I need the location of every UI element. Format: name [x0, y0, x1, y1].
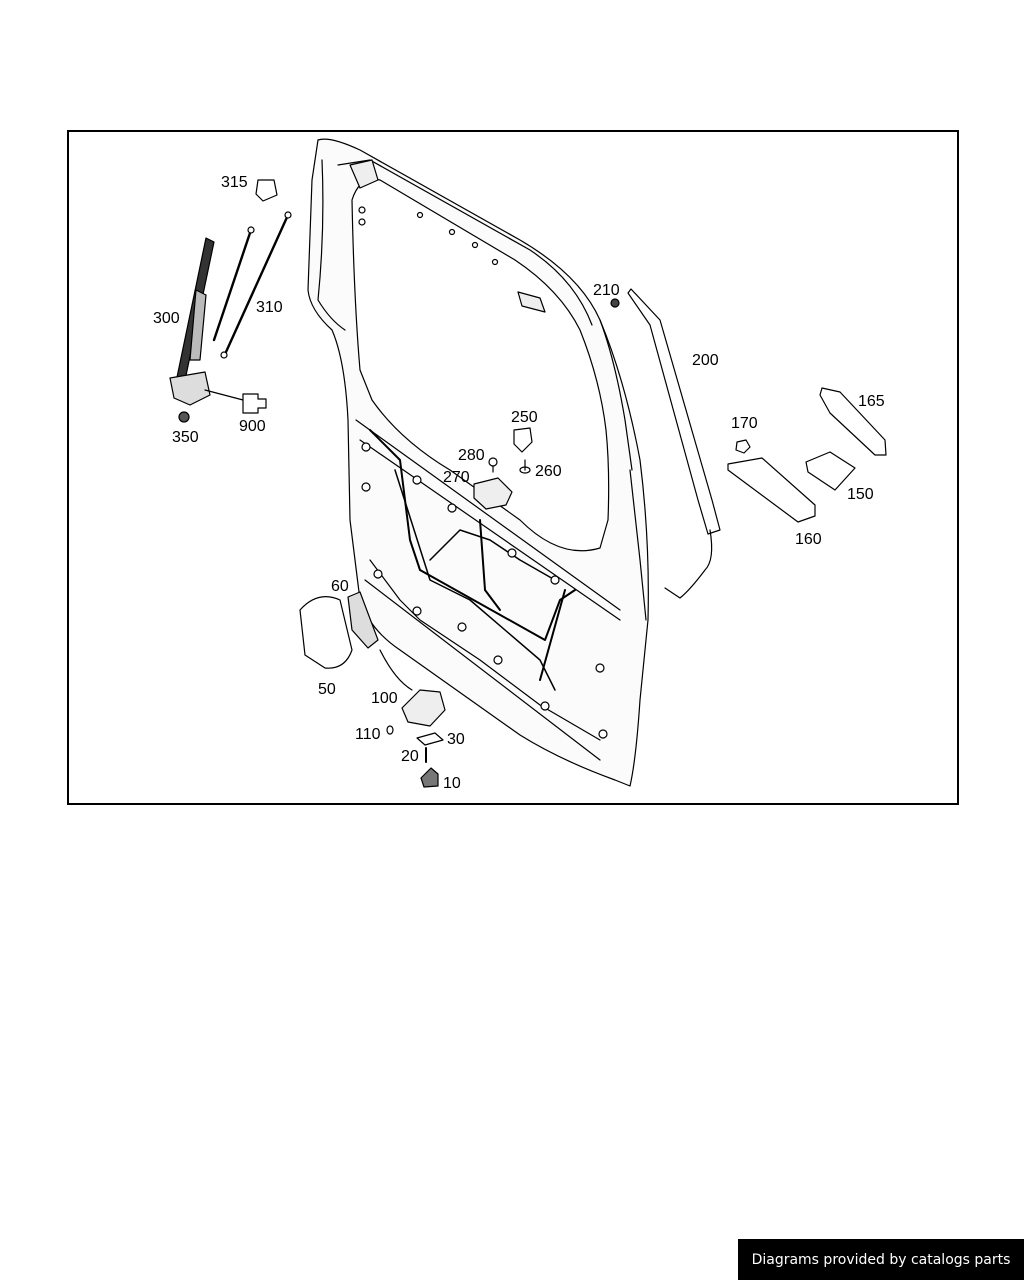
callout-900[interactable]: 900 [239, 418, 266, 435]
callout-300[interactable]: 300 [153, 310, 180, 327]
part-315-bracket [255, 179, 278, 202]
callout-250[interactable]: 250 [511, 409, 538, 426]
tailgate-panel [307, 138, 649, 787]
part-280-screw [488, 457, 498, 473]
callout-270[interactable]: 270 [443, 469, 470, 486]
callout-150[interactable]: 150 [847, 486, 874, 503]
callout-110[interactable]: 110 [355, 726, 381, 743]
callout-260[interactable]: 260 [535, 463, 562, 480]
part-260-screw [519, 459, 531, 474]
part-165-cover [819, 387, 887, 456]
part-210-clip [610, 298, 620, 308]
callout-210[interactable]: 210 [593, 282, 620, 299]
part-60-handle [347, 591, 379, 649]
callout-200[interactable]: 200 [692, 352, 719, 369]
callout-315[interactable]: 315 [221, 174, 248, 191]
callout-170[interactable]: 170 [731, 415, 758, 432]
part-270-switch-module [473, 477, 513, 510]
part-310-gas-strut [212, 211, 292, 359]
part-160-handle-housing [727, 457, 816, 523]
part-200-trim-strip [627, 288, 721, 599]
part-900-connector [204, 389, 267, 414]
part-100-lock [379, 649, 446, 727]
callout-280[interactable]: 280 [458, 447, 485, 464]
part-300-actuator [169, 237, 215, 406]
part-150-switch [805, 451, 856, 491]
part-250-bracket [513, 427, 533, 453]
callout-350[interactable]: 350 [172, 429, 199, 446]
callout-60[interactable]: 60 [331, 578, 349, 595]
part-30-plate [416, 732, 444, 746]
part-10-striker [420, 767, 439, 788]
part-350-bolt [178, 411, 190, 423]
callout-100[interactable]: 100 [371, 690, 398, 707]
callout-10[interactable]: 10 [443, 775, 461, 792]
attribution-caption: Diagrams provided by catalogs parts [738, 1239, 1024, 1280]
callout-50[interactable]: 50 [318, 681, 336, 698]
part-110-screw [386, 725, 394, 735]
callout-160[interactable]: 160 [795, 531, 822, 548]
part-170-nut [735, 439, 751, 454]
part-50-cover [299, 596, 353, 669]
callout-20[interactable]: 20 [401, 748, 419, 765]
callout-310[interactable]: 310 [256, 299, 283, 316]
callout-165[interactable]: 165 [858, 393, 885, 410]
callout-30[interactable]: 30 [447, 731, 465, 748]
